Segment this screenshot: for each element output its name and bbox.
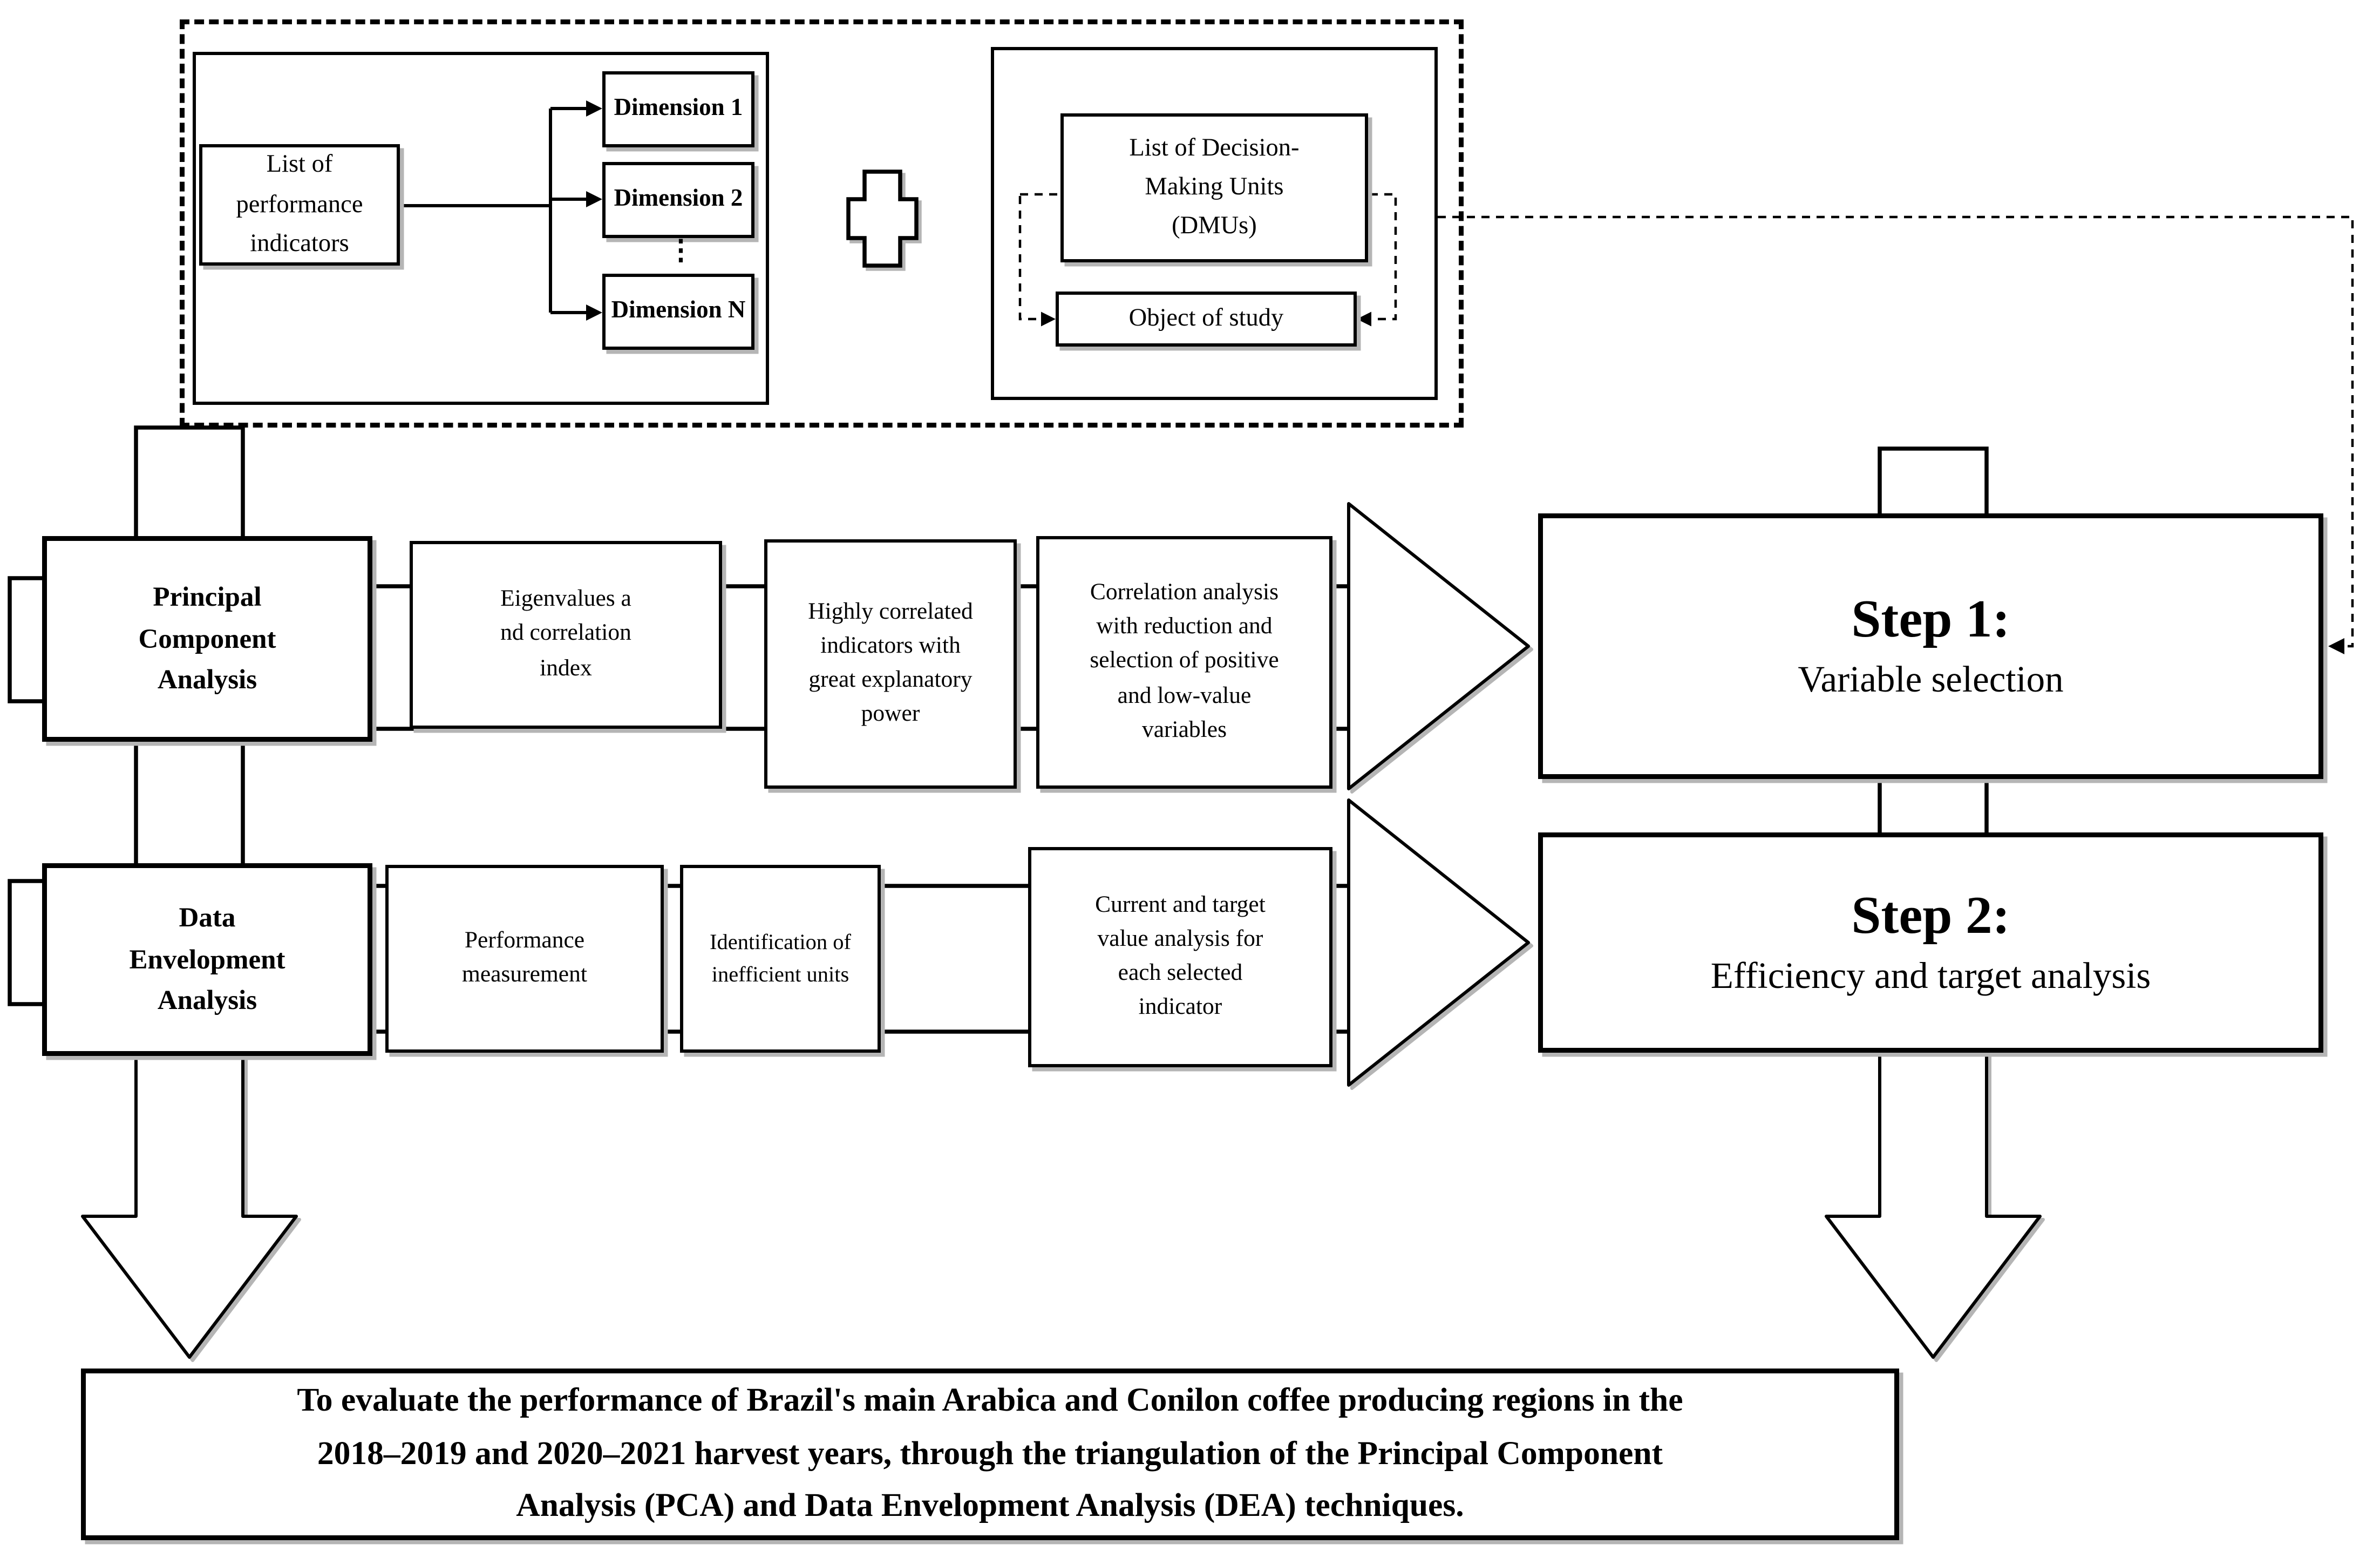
step1-heading: Step 1: bbox=[1851, 591, 2010, 650]
dimension-box-2: Dimension 2 bbox=[602, 162, 754, 238]
indicators-group-box bbox=[193, 52, 769, 405]
dea-step-2-label: Identification of inefficient units bbox=[709, 930, 852, 986]
pca-step-2-label: Highly correlated indicators with great … bbox=[808, 599, 973, 728]
step1-to-step2-connector bbox=[1878, 774, 1989, 838]
dmu-to-step1-dashed-connector bbox=[1438, 215, 2354, 648]
indicators-branch-connector bbox=[400, 107, 586, 314]
pca-step-box-3: Correlation analysis with reduction and … bbox=[1036, 536, 1332, 789]
dimensionN-arrowhead-icon bbox=[586, 304, 602, 321]
dimension1-arrowhead-icon bbox=[586, 100, 602, 117]
dmu-box: List of Decision- Making Units (DMUs) bbox=[1060, 113, 1368, 262]
pca-step-3-label: Correlation analysis with reduction and … bbox=[1090, 580, 1279, 743]
dimension-box-1: Dimension 1 bbox=[602, 71, 754, 147]
object-right-arrowhead-icon bbox=[1357, 311, 1371, 327]
pca-step-1-label: Eigenvalues a nd correlation index bbox=[500, 587, 631, 681]
step1-feedback-arrowhead-icon bbox=[2328, 638, 2344, 654]
object-left-arrowhead-icon bbox=[1041, 311, 1056, 327]
dimension-box-n: Dimension N bbox=[602, 274, 754, 350]
dea-box: Data Envelopment Analysis bbox=[42, 863, 372, 1056]
goal-text: To evaluate the performance of Brazil's … bbox=[297, 1383, 1683, 1525]
goal-box: To evaluate the performance of Brazil's … bbox=[81, 1369, 1899, 1540]
step1-box: Step 1: Variable selection bbox=[1538, 513, 2323, 779]
pca-row-arrow-icon bbox=[1347, 502, 1530, 790]
pca-step-box-1: Eigenvalues a nd correlation index bbox=[410, 541, 722, 729]
object-of-study-label: Object of study bbox=[1128, 304, 1284, 332]
input-selection-dashed-group bbox=[180, 19, 1464, 428]
dimension-1-label: Dimension 1 bbox=[614, 96, 743, 121]
step2-box: Step 2: Efficiency and target analysis bbox=[1538, 832, 2323, 1053]
dimension2-arrowhead-icon bbox=[586, 191, 602, 207]
dmu-label: List of Decision- Making Units (DMUs) bbox=[1129, 134, 1300, 240]
dea-step-3-label: Current and target value analysis for ea… bbox=[1095, 892, 1266, 1021]
dmu-group-box bbox=[991, 47, 1438, 400]
dea-down-arrow-icon bbox=[81, 1054, 298, 1359]
step2-heading: Step 2: bbox=[1851, 888, 2010, 946]
dea-label: Data Envelopment Analysis bbox=[129, 902, 285, 1016]
step2-subtitle: Efficiency and target analysis bbox=[1710, 955, 2151, 996]
dimension-n-label: Dimension N bbox=[611, 298, 746, 324]
pca-to-dea-connector bbox=[134, 727, 245, 877]
performance-indicators-label: List of performance indicators bbox=[236, 151, 363, 257]
dea-step-1-label: Performance measurement bbox=[462, 927, 587, 988]
pca-label: Principal Component Analysis bbox=[138, 581, 276, 695]
plus-icon bbox=[846, 170, 919, 268]
dea-step-box-2: Identification of inefficient units bbox=[680, 865, 881, 1053]
dea-step-box-1: Performance measurement bbox=[385, 865, 664, 1053]
pca-step-box-2: Highly correlated indicators with great … bbox=[764, 539, 1017, 789]
object-of-study-box: Object of study bbox=[1056, 292, 1357, 347]
dimension-2-label: Dimension 2 bbox=[614, 186, 743, 212]
dea-step-box-3: Current and target value analysis for ea… bbox=[1028, 847, 1332, 1067]
step2-down-arrow-icon bbox=[1825, 1051, 2042, 1359]
dimension-ellipsis: ⋮ bbox=[667, 235, 695, 266]
pca-box: Principal Component Analysis bbox=[42, 536, 372, 742]
dea-row-arrow-icon bbox=[1347, 798, 1530, 1087]
performance-indicators-box: List of performance indicators bbox=[199, 144, 400, 266]
step1-subtitle: Variable selection bbox=[1798, 659, 2064, 700]
